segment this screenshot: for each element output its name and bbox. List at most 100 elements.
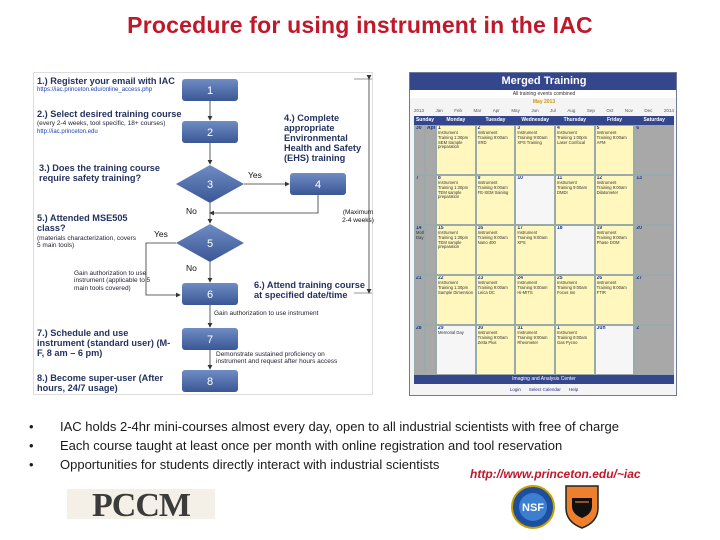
calendar-day-cell[interactable]: Apr <box>425 125 436 175</box>
day-number: 5 <box>596 125 600 131</box>
day-number: Jun <box>596 325 606 331</box>
month-nav-item[interactable]: Feb <box>454 108 463 113</box>
month-nav-item[interactable]: Nov <box>624 108 633 113</box>
training-event[interactable]: Instrument Training 9:00am DMDI <box>557 180 588 195</box>
month-nav: 2013 Jan Feb Mar Apr May Jun Jul Aug Sep… <box>414 106 674 116</box>
training-event[interactable]: Instrument Training 9:00am Phase DOM <box>596 230 627 245</box>
login-link[interactable]: Login <box>509 387 521 392</box>
training-event[interactable]: Instrument Training 9:00am Leica DC <box>477 280 508 295</box>
month-nav-item[interactable]: Jan <box>435 108 443 113</box>
month-nav-item[interactable]: Mar <box>473 108 482 113</box>
day-number: 17 <box>517 225 523 231</box>
weekday-label: Saturday <box>643 117 665 123</box>
step-box-2 <box>182 121 238 143</box>
calendar-day-cell[interactable] <box>425 175 436 225</box>
training-event[interactable]: Instrument Training 9:00am AFM <box>596 130 627 145</box>
day-number: 28 <box>416 325 422 331</box>
calendar-day-cell[interactable]: 28 <box>414 325 425 375</box>
calendar-day-cell[interactable]: 27 <box>634 275 674 325</box>
month-nav-item[interactable]: 2013 <box>414 108 425 113</box>
training-event[interactable]: Mothers Day <box>416 230 424 240</box>
calendar-day-cell[interactable]: 7 <box>414 175 425 225</box>
bullet-text-2: Each course taught at least once per mon… <box>60 438 563 453</box>
training-event[interactable]: Instrument Training 9:00am XRD <box>477 130 508 145</box>
month-nav-item[interactable]: Sep <box>586 108 595 113</box>
calendar-day-cell[interactable]: 21 <box>414 275 425 325</box>
training-event[interactable]: Instrument Training 9:00am Zetta Plus <box>477 330 508 345</box>
calendar-day-cell[interactable]: 20 <box>634 225 674 275</box>
calendar-day-cell[interactable]: 10 <box>515 175 555 225</box>
training-event[interactable]: Instrument Training 9:00am Dilatometer <box>596 180 627 195</box>
training-event[interactable]: Instrument Training 9:00am XPS <box>517 230 548 245</box>
training-event[interactable]: Instrument Training 1:00pm Laser Confoca… <box>557 130 588 145</box>
month-nav-item[interactable]: Apr <box>492 108 500 113</box>
month-nav-item[interactable]: Aug <box>567 108 576 113</box>
calendar-day-cell[interactable]: Jun <box>594 325 635 375</box>
month-nav-item[interactable]: Oct <box>606 108 614 113</box>
training-event[interactable]: Instrument Training 9:00am Nano 400 <box>477 230 508 245</box>
calendar-day-cell[interactable] <box>425 225 436 275</box>
month-nav-item[interactable]: May <box>511 108 520 113</box>
calendar-day-cell[interactable]: 2 <box>634 325 674 375</box>
calendar-day-cell[interactable]: 14Mothers Day <box>414 225 425 275</box>
day-number: 29 <box>438 325 444 331</box>
calendar-day-cell[interactable] <box>425 275 436 325</box>
training-event[interactable]: Instrument Training 9:00am Rheometer <box>517 330 548 345</box>
training-event[interactable]: Instrument Training 1:30pm TEM sample pr… <box>438 230 469 250</box>
step-8-label: 8.) Become super-user (After hours, 24/7… <box>37 373 164 393</box>
training-event[interactable]: Instrument Training 1:30pm SEM Sample pr… <box>438 130 469 150</box>
calendar-day-cell[interactable]: 30 <box>414 125 425 175</box>
training-event[interactable]: Instrument Training 1:30pm Sample Dimens… <box>438 280 474 295</box>
training-event[interactable]: Instrument Training 1:30pm TEM sample pr… <box>438 180 469 200</box>
training-event[interactable]: Instrument Training 9:00am XPS Training <box>517 130 548 145</box>
iac-url-link[interactable]: http://www.princeton.edu/~iac <box>470 467 641 481</box>
gain-authorization-note-5: Gain authorization to use instrument (ap… <box>74 270 151 292</box>
select-calendar-link[interactable]: Select Calendar <box>528 387 561 392</box>
calendar-day-cell[interactable]: 18 <box>555 225 595 275</box>
calendar-day-cell[interactable] <box>425 325 436 375</box>
flowchart-graphic: 1 2 3 4 5 6 7 8 <box>145 75 372 392</box>
month-nav-item[interactable]: Dec <box>644 108 653 113</box>
training-event[interactable]: Memorial Day <box>438 330 464 335</box>
training-event[interactable]: Instrument Training 9:00am Hi-MITS <box>517 280 548 295</box>
max-weeks-label: (Maximum 2-4 weeks) <box>342 209 374 224</box>
calendar-day-cell[interactable]: 13 <box>634 175 674 225</box>
calendar-day-cell[interactable]: 6 <box>634 125 674 175</box>
month-nav-item[interactable]: Jul <box>550 108 556 113</box>
help-link[interactable]: Help <box>568 387 579 392</box>
training-event[interactable]: Instrument Training 9:00am FE-SEM traini… <box>477 180 509 195</box>
day-number: 2 <box>477 125 481 131</box>
training-event[interactable]: Instrument Training 9:00am FTIR <box>596 280 627 295</box>
step-3-label: 3.) Does the training course require saf… <box>39 163 160 183</box>
iac-website-link[interactable]: http://iac.princeton.edu <box>37 129 98 135</box>
training-event[interactable]: Instrument Training 9:00am Gas Pycno <box>557 330 588 345</box>
month-nav-item[interactable]: 2014 <box>663 108 674 113</box>
training-event[interactable]: Instrument Training 9:00am Focus Ion <box>557 280 588 295</box>
register-link[interactable]: https://iac.princeton.edu/online_access.… <box>37 87 153 93</box>
month-nav-item[interactable]: Jun <box>531 108 539 113</box>
